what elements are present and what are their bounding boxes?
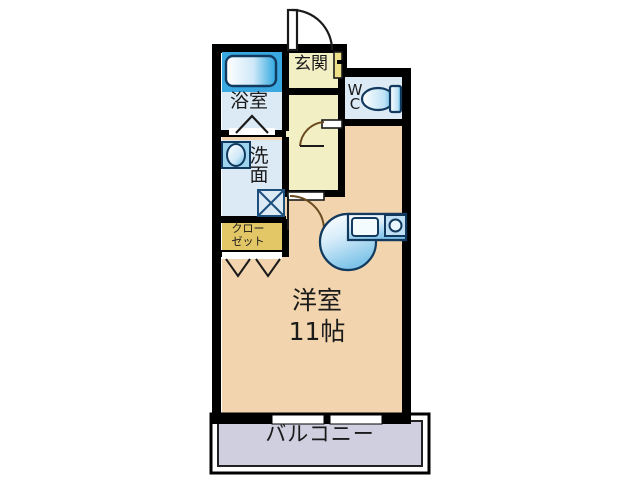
kitchen-sink bbox=[351, 217, 379, 237]
senmen-label-line2: 面 bbox=[249, 164, 269, 186]
wc-label-line1: W bbox=[347, 81, 363, 99]
balcony-window-right bbox=[329, 414, 383, 425]
washbasin-sink bbox=[221, 141, 251, 169]
toilet bbox=[360, 84, 403, 114]
room-label-size: 11帖 bbox=[288, 316, 346, 346]
balcony-window-left bbox=[271, 414, 325, 425]
closet-label-line2: ゼット bbox=[231, 234, 265, 248]
kitchen-counter bbox=[318, 212, 408, 272]
bathtub bbox=[222, 52, 282, 92]
closet-floor bbox=[222, 220, 282, 252]
room-label-toilet: W C bbox=[347, 81, 363, 113]
closet-doors bbox=[222, 252, 282, 278]
balcony-windows bbox=[271, 414, 383, 425]
room-label-washbasin: 洗 面 bbox=[247, 147, 271, 185]
bath-door bbox=[229, 114, 275, 135]
entrance-door bbox=[286, 8, 334, 52]
room-label-balcony: バルコニー bbox=[265, 422, 375, 446]
closet-label-line1: クロー bbox=[231, 222, 265, 235]
room-label-western-room: 洋室 11帖 bbox=[258, 286, 376, 347]
room-label-entrance: 玄関 bbox=[294, 54, 328, 74]
hall-to-room-door bbox=[287, 191, 325, 231]
wc-door bbox=[299, 119, 343, 147]
room-label-closet: クロー ゼット bbox=[224, 222, 272, 249]
washer-space bbox=[257, 189, 285, 217]
wc-label-line2: C bbox=[349, 94, 361, 113]
entrance-door-jamb bbox=[333, 51, 347, 79]
room-label-name: 洋室 bbox=[291, 286, 342, 315]
room-label-bathroom: 浴室 bbox=[229, 90, 268, 112]
senmen-label-line1: 洗 bbox=[249, 145, 269, 167]
